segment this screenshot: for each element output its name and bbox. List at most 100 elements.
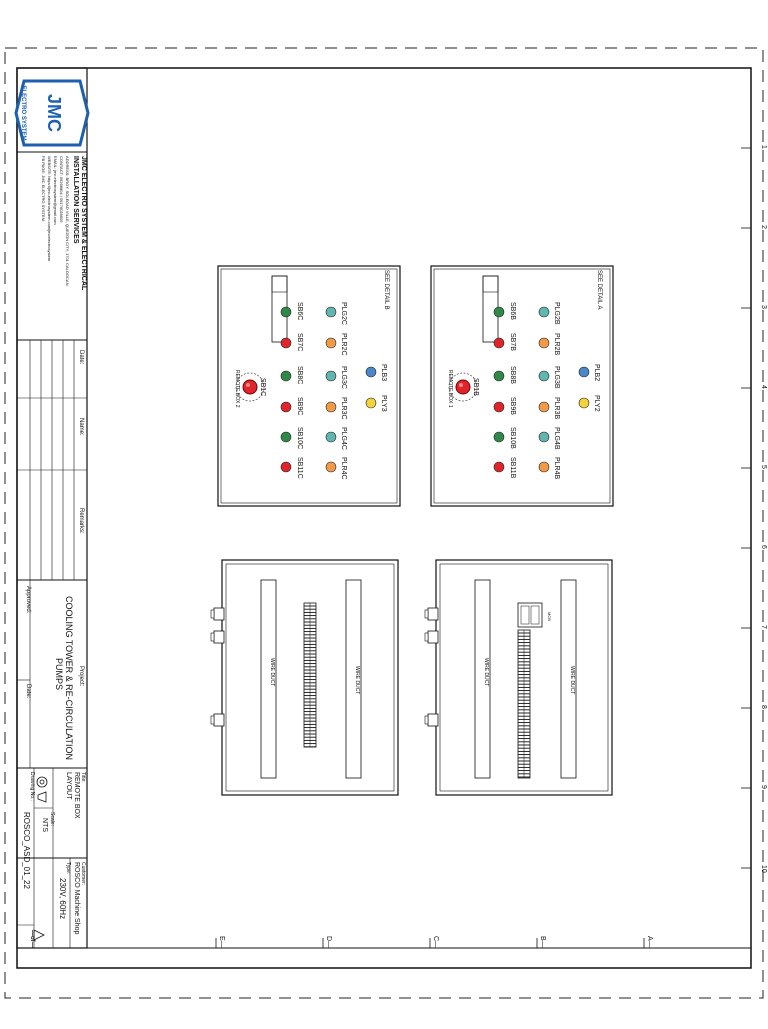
scale-value: NTS bbox=[41, 818, 48, 832]
grid-row-C: C— bbox=[429, 936, 439, 948]
indicator-lamp bbox=[538, 401, 550, 413]
svg-text:6: 6 bbox=[760, 545, 767, 549]
emergency-stop-button bbox=[448, 372, 478, 402]
panel-b-duct-right-label: WIRE DUCT bbox=[354, 666, 360, 694]
remote-box-label: REMOTE BOX 1 bbox=[447, 370, 453, 408]
project-name-line2: PUMPS bbox=[54, 658, 64, 690]
indicator-lamp bbox=[538, 370, 550, 382]
type-value: 230V, 60Hz bbox=[58, 878, 67, 919]
sheet-number: —of— bbox=[29, 930, 35, 948]
detail-b-title: SEE DETAIL B bbox=[383, 270, 389, 310]
indicator-lamp bbox=[325, 431, 337, 443]
emergency-stop-label: SB1C bbox=[259, 378, 266, 396]
pilot-light-label: PLY2 bbox=[593, 395, 600, 412]
project-date-label: Date: bbox=[25, 684, 31, 699]
pushbutton bbox=[493, 306, 505, 318]
pushbutton-label: SB10C bbox=[296, 427, 303, 449]
panel-a-wire-duct-left bbox=[474, 579, 491, 779]
grid-row-D: D— bbox=[322, 936, 332, 948]
pushbutton bbox=[493, 431, 505, 443]
cable-gland bbox=[213, 630, 225, 644]
logo-text: JMC bbox=[44, 94, 64, 132]
customer-label: Customer: bbox=[80, 862, 86, 885]
pushbutton-label: SB10B bbox=[509, 427, 516, 449]
indicator-lamp-label: PLR3B bbox=[553, 397, 560, 420]
pilot-light-label: PLB2 bbox=[593, 364, 600, 381]
grid-column-10: 10 bbox=[741, 865, 767, 873]
remote-box-2-detail: SEE DETAIL B PLB3PLY3PLG2CPLR2CPLG3CPLR3… bbox=[217, 265, 401, 507]
revision-date-header: Date: bbox=[78, 350, 84, 365]
indicator-lamp-label: PLR2B bbox=[553, 333, 560, 356]
svg-text:3: 3 bbox=[760, 305, 767, 309]
pushbutton bbox=[493, 461, 505, 473]
grid-column-5: 5 bbox=[741, 465, 767, 469]
pushbutton bbox=[280, 401, 292, 413]
indicator-lamp-label: PLR4C bbox=[340, 457, 347, 480]
indicator-lamp bbox=[538, 461, 550, 473]
cable-gland bbox=[213, 713, 225, 727]
grid-column-7: 7 bbox=[741, 625, 767, 629]
cable-gland bbox=[427, 713, 439, 727]
pilot-light-label: PLB3 bbox=[380, 364, 387, 381]
svg-text:C—: C— bbox=[432, 936, 439, 948]
pushbutton bbox=[493, 337, 505, 349]
logo-subtext: ELECTRO SYSTEM bbox=[20, 85, 26, 140]
indicator-lamp bbox=[538, 337, 550, 349]
pilot-light-yellow bbox=[365, 397, 377, 409]
drawing-no-label: Drawing No.: bbox=[29, 772, 35, 801]
indicator-lamp bbox=[325, 306, 337, 318]
indicator-lamp-label: PLG2B bbox=[553, 302, 560, 325]
grid-column-1: 1 bbox=[741, 145, 767, 149]
pilot-light-label: PLY3 bbox=[380, 395, 387, 412]
emergency-stop-button bbox=[235, 372, 265, 402]
pushbutton bbox=[280, 461, 292, 473]
svg-text:7: 7 bbox=[760, 625, 767, 629]
pushbutton bbox=[280, 337, 292, 349]
project-label: Project: bbox=[78, 666, 84, 687]
indicator-lamp-label: PLG2C bbox=[340, 302, 347, 325]
panel-a-duct-left-label: WIRE DUCT bbox=[483, 658, 489, 686]
svg-text:E—: E— bbox=[218, 936, 225, 948]
pilot-light-yellow bbox=[578, 397, 590, 409]
title-block bbox=[16, 67, 88, 949]
remote-box-1-panel: WIRE DUCT WIRE DUCT MCB bbox=[424, 559, 613, 796]
grid-column-2: 2 bbox=[741, 225, 767, 229]
indicator-lamp-label: PLG3B bbox=[553, 366, 560, 389]
pushbutton-label: SB9B bbox=[509, 397, 516, 415]
indicator-lamp bbox=[538, 306, 550, 318]
title-line1: REMOTE BOX bbox=[73, 772, 80, 819]
pushbutton bbox=[280, 431, 292, 443]
sheet-frame bbox=[16, 67, 752, 969]
sheet-dashed-border bbox=[4, 47, 764, 999]
pushbutton-label: SB9C bbox=[296, 397, 303, 415]
remote-box-2-panel: WIRE DUCT WIRE DUCT bbox=[210, 559, 399, 796]
projection-symbol-icon bbox=[36, 776, 48, 803]
company-logo: JMC ELECTRO SYSTEM bbox=[14, 79, 90, 147]
panel-b-wire-duct-right bbox=[345, 579, 362, 779]
indicator-lamp-label: PLG3C bbox=[340, 366, 347, 389]
company-info: JMC ELECTRO SYSTEM & ELECTRICAL INSTALLA… bbox=[41, 156, 87, 291]
panel-a-duct-right-label: WIRE DUCT bbox=[569, 666, 575, 694]
panel-b-terminal-block bbox=[303, 602, 317, 748]
company-facebook: FB PAGE: JMC ELECTRO SYSTEM bbox=[41, 156, 46, 221]
pushbutton-label: SB6B bbox=[509, 302, 516, 320]
svg-text:10: 10 bbox=[760, 865, 767, 873]
pushbutton bbox=[493, 370, 505, 382]
project-name-line1: COOLING TOWER & RE-CIRCULATION bbox=[64, 596, 74, 760]
company-email: EMAIL: jmc.electrosystem@gmail.com bbox=[53, 156, 58, 225]
title-line2: LAYOUT bbox=[65, 772, 72, 800]
revision-triangle-icon bbox=[33, 929, 45, 941]
scale-label: Scale: bbox=[49, 812, 55, 826]
grid-row-letters: A—B—C—D—E— bbox=[215, 936, 653, 948]
indicator-lamp-label: PLG4B bbox=[553, 427, 560, 450]
remote-box-1-detail: SEE DETAIL A PLB2PLY2PLG2BPLR2BPLG3BPLR3… bbox=[430, 265, 614, 507]
cable-gland bbox=[427, 607, 439, 621]
grid-column-6: 6 bbox=[741, 545, 767, 549]
svg-text:8: 8 bbox=[760, 705, 767, 709]
indicator-lamp bbox=[325, 337, 337, 349]
pushbutton-label: SB11B bbox=[509, 457, 516, 479]
svg-text:B—: B— bbox=[539, 936, 546, 948]
pilot-light-blue bbox=[578, 366, 590, 378]
